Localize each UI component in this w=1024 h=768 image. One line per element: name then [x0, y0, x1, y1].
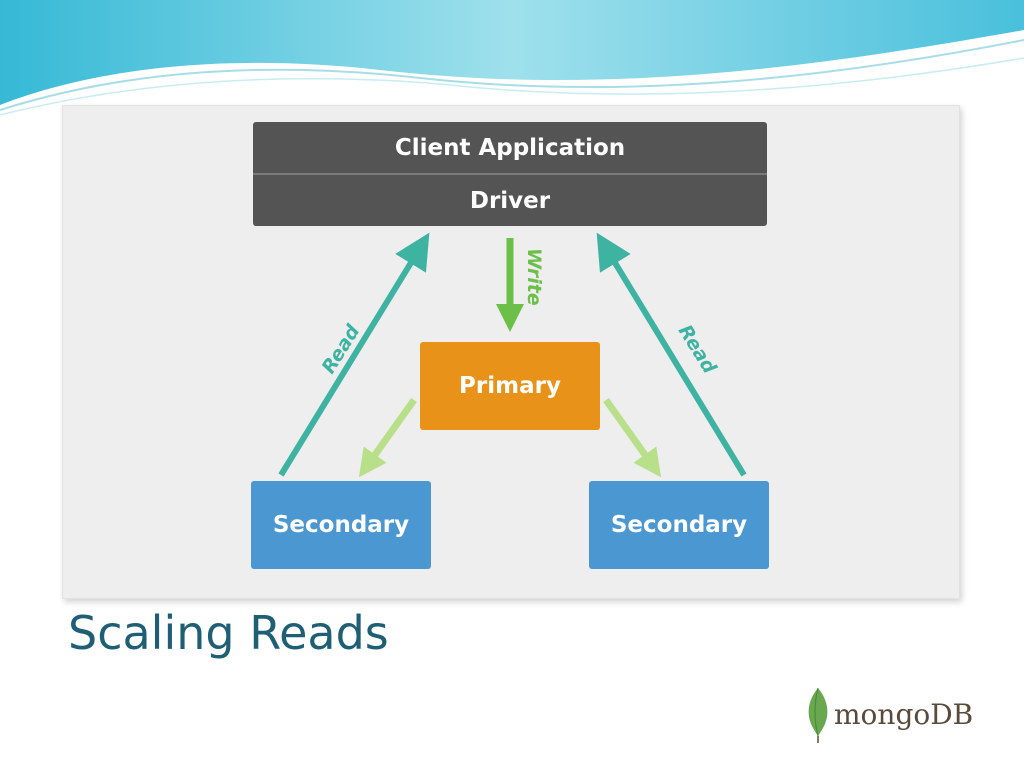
mongodb-logo: mongoDB: [800, 686, 1000, 746]
primary-node: Primary: [420, 342, 600, 430]
client-driver-box: Client Application Driver: [253, 122, 767, 226]
client-application-label: Client Application: [394, 134, 626, 161]
slide-title: Scaling Reads: [68, 606, 389, 660]
secondary-node-left: Secondary: [251, 481, 431, 569]
logo-text: mongoDB: [834, 698, 974, 731]
write-label: Write: [523, 248, 545, 306]
header-wave-decoration: [0, 0, 1024, 116]
replication-arrow-right: [603, 397, 662, 478]
read-arrow-right: [596, 232, 747, 477]
secondary-node-right: Secondary: [589, 481, 769, 569]
read-arrow-left: [278, 232, 430, 477]
client-driver-divider: [253, 173, 767, 175]
leaf-icon: [808, 687, 828, 743]
driver-label: Driver: [469, 187, 551, 214]
replication-arrow-left: [358, 397, 417, 478]
